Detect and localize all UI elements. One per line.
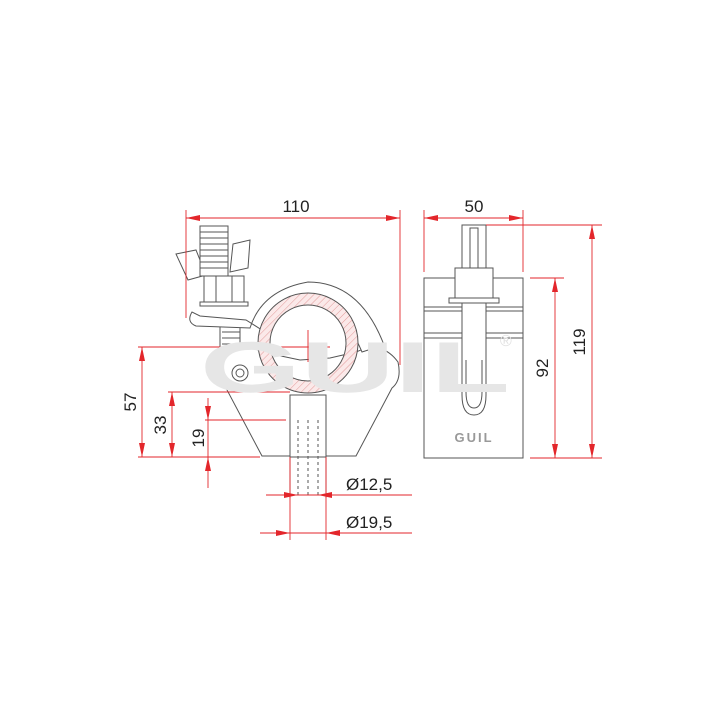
washer (199, 301, 249, 307)
side-view: GUIL (423, 224, 524, 459)
front-view (175, 225, 400, 498)
wing-right (229, 239, 251, 273)
dim-height-119: 119 (570, 328, 589, 355)
hex-nut (203, 275, 245, 303)
dim-width-110: 110 (282, 197, 309, 216)
dim-width-50: 50 (465, 197, 484, 216)
tube-section (257, 292, 359, 394)
side-nut (454, 267, 494, 299)
dimensions: 110 50 119 92 57 33 19 Ø12,5 Ø19, (121, 197, 602, 540)
dim-height-33: 33 (151, 416, 170, 435)
dim-height-92: 92 (533, 359, 552, 378)
dim-height-57: 57 (121, 393, 140, 412)
dim-diameter-19-5: Ø19,5 (346, 513, 392, 532)
dim-height-19: 19 (189, 429, 208, 448)
side-bolt-shank (461, 302, 487, 416)
dim-diameter-12-5: Ø12,5 (346, 475, 392, 494)
body-logo: GUIL (454, 430, 493, 445)
